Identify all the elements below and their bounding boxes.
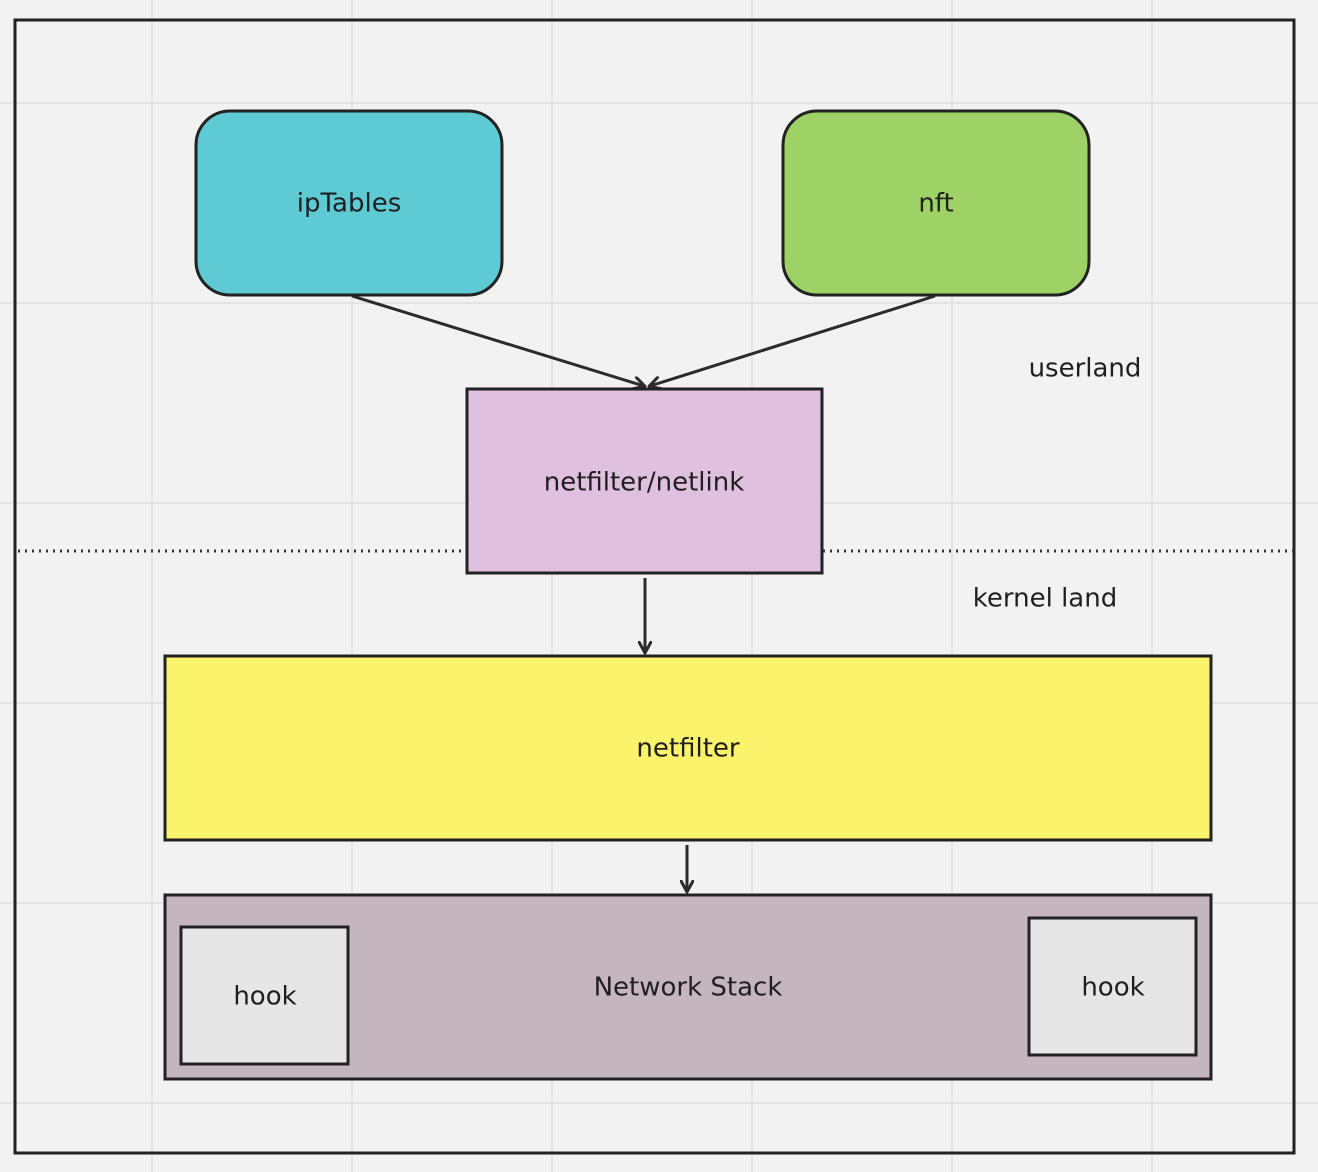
node-hook-left[interactable]: hook [179, 925, 350, 1066]
edges [351, 294, 936, 891]
node-iptables-label: ipTables [297, 189, 402, 219]
region-label-userland: userland [1029, 354, 1142, 384]
node-netfilter-netlink-shape [465, 387, 824, 575]
node-nft-shape [781, 109, 1091, 297]
region-label-kernel-land: kernel land [973, 584, 1117, 614]
node-netfilter[interactable]: netfilter [163, 654, 1213, 842]
node-iptables[interactable]: ipTables [194, 109, 504, 297]
node-nft-label: nft [918, 189, 953, 219]
outer-frame [13, 18, 1296, 1155]
node-hook-left-label: hook [233, 982, 296, 1012]
node-hook-right-shape [1027, 916, 1198, 1057]
node-hook-left-shape [179, 925, 350, 1066]
node-netfilter-netlink-label: netfilter/netlink [544, 468, 745, 498]
node-network-stack-label: Network Stack [594, 973, 783, 1003]
node-netfilter-label: netfilter [636, 734, 739, 764]
edge-iptables-to-netlink [351, 294, 644, 386]
node-nft[interactable]: nft [781, 109, 1091, 297]
node-hook-right[interactable]: hook [1027, 916, 1198, 1057]
node-netfilter-netlink[interactable]: netfilter/netlink [465, 387, 824, 575]
node-iptables-shape [194, 109, 504, 297]
node-netfilter-shape [163, 654, 1213, 842]
edge-nft-to-netlink [650, 294, 936, 386]
node-hook-right-label: hook [1081, 973, 1144, 1003]
